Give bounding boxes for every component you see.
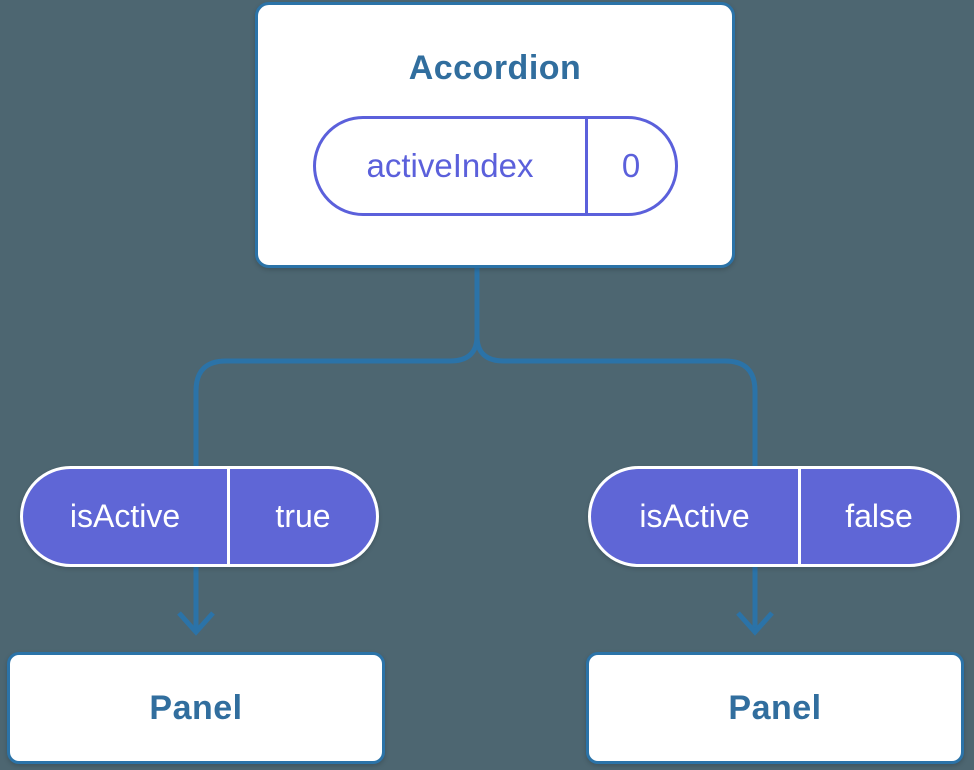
arrow-down-right-icon (736, 611, 774, 636)
state-pill-activeindex: activeIndex 0 (312, 116, 678, 216)
prop-value: true (275, 498, 331, 534)
panel-title: Panel (728, 688, 822, 727)
panel-card-right: Panel (586, 652, 964, 764)
state-value: 0 (621, 147, 641, 184)
prop-pill-isactive-false: isActive false (588, 466, 960, 567)
panel-title: Panel (149, 688, 243, 727)
prop-name-label: isActive (591, 469, 801, 564)
connector-right-branch (474, 265, 758, 630)
accordion-card: Accordion activeIndex 0 (255, 2, 735, 268)
panel-card-left: Panel (7, 652, 385, 764)
prop-pill-isactive-true: isActive true (20, 466, 379, 567)
connector-left-branch (193, 265, 480, 630)
state-name-label: activeIndex (316, 119, 588, 213)
prop-value: false (845, 498, 913, 534)
arrow-down-left-icon (177, 611, 215, 636)
prop-name-label: isActive (23, 469, 230, 564)
accordion-title: Accordion (408, 49, 582, 87)
